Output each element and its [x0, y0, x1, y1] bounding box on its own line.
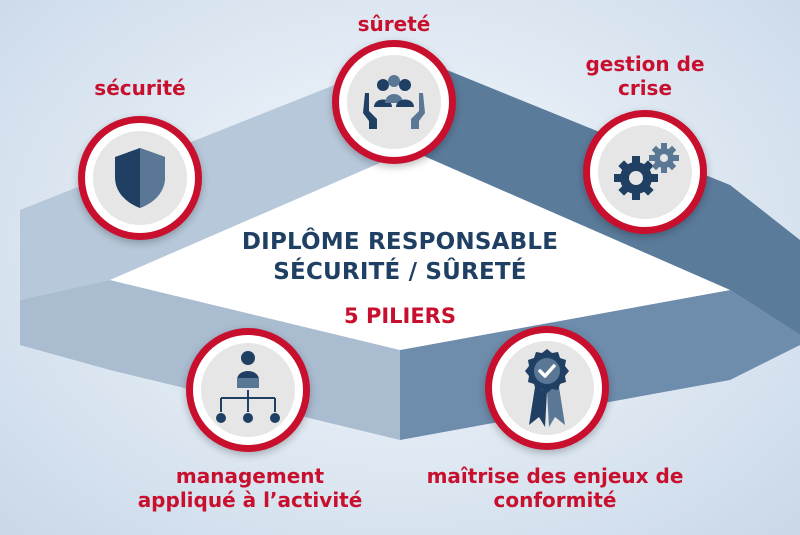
pillar-securite: [78, 116, 202, 240]
pillar-gestion-de-crise: [583, 110, 707, 234]
label-securite: sécurité: [94, 76, 186, 100]
label-gestion-de-crise: gestion de crise: [585, 52, 705, 100]
shield-icon: [115, 148, 165, 208]
pillar-management: [186, 328, 310, 452]
certification-ribbon-icon: [525, 349, 569, 427]
pillar-surete: [332, 40, 456, 164]
org-chart-icon: [216, 351, 280, 423]
label-conformite: maîtrise des enjeux de conformité: [426, 464, 684, 512]
protected-people-icon: [363, 75, 425, 129]
gears-icon: [614, 143, 679, 200]
label-management: management appliqué à l’activité: [137, 464, 363, 512]
pillar-conformite: [485, 326, 609, 450]
subtitle-5-piliers: 5 PILIERS: [344, 304, 456, 328]
label-surete: sûreté: [357, 12, 431, 36]
center-diamond: [110, 150, 730, 350]
band-upper-left: [20, 55, 410, 300]
title-line-1: DIPLÔME RESPONSABLE: [241, 229, 559, 255]
title-line-2: SÉCURITÉ / SÛRETÉ: [273, 259, 527, 285]
